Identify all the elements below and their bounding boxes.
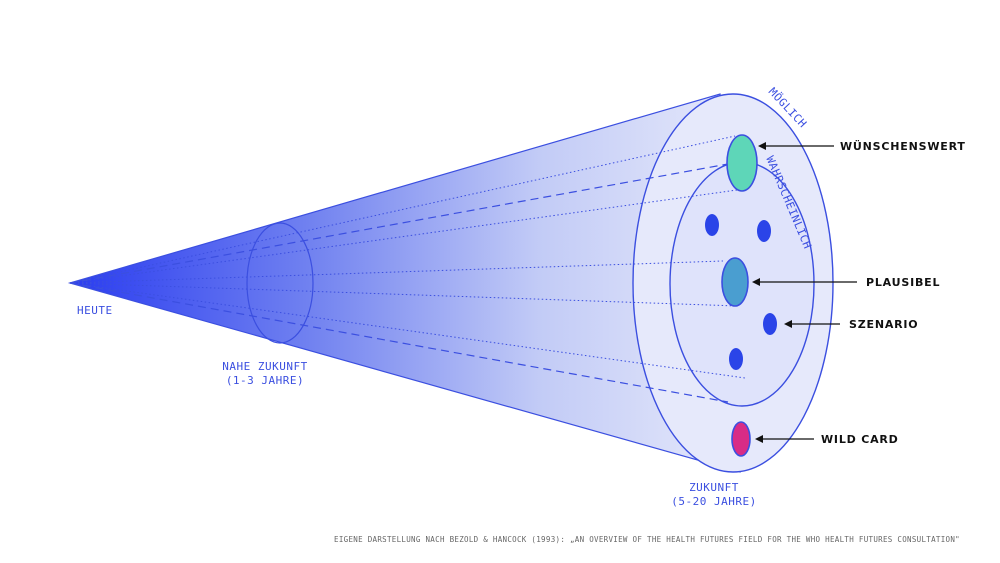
label-desirable: WÜNSCHENSWERT — [840, 139, 966, 153]
scenario-dot — [757, 220, 771, 242]
label-near-future-1: NAHE ZUKUNFT — [222, 360, 307, 373]
label-scenario: SZENARIO — [849, 318, 918, 331]
near-future-ellipse — [246, 222, 314, 344]
label-plausible: PLAUSIBEL — [866, 276, 940, 289]
scenario-dot — [729, 348, 743, 370]
desirable-ellipse — [726, 134, 758, 192]
scenario-dot — [705, 214, 719, 236]
plausible-ellipse — [721, 257, 749, 307]
label-near-future-2: (1-3 JAHRE) — [226, 374, 304, 387]
wildcard-ellipse — [731, 421, 751, 457]
label-future-2: (5-20 JAHRE) — [671, 495, 756, 508]
dotted-rays — [69, 135, 746, 379]
label-future-1: ZUKUNFT — [689, 481, 739, 494]
label-wildcard: WILD CARD — [821, 433, 899, 446]
label-today: HEUTE — [77, 304, 113, 317]
dashed-rays — [69, 163, 729, 403]
source-credit: EIGENE DARSTELLUNG NACH BEZOLD & HANCOCK… — [334, 535, 960, 544]
pointer-arrows — [752, 142, 857, 443]
scenario-dot — [763, 313, 777, 335]
